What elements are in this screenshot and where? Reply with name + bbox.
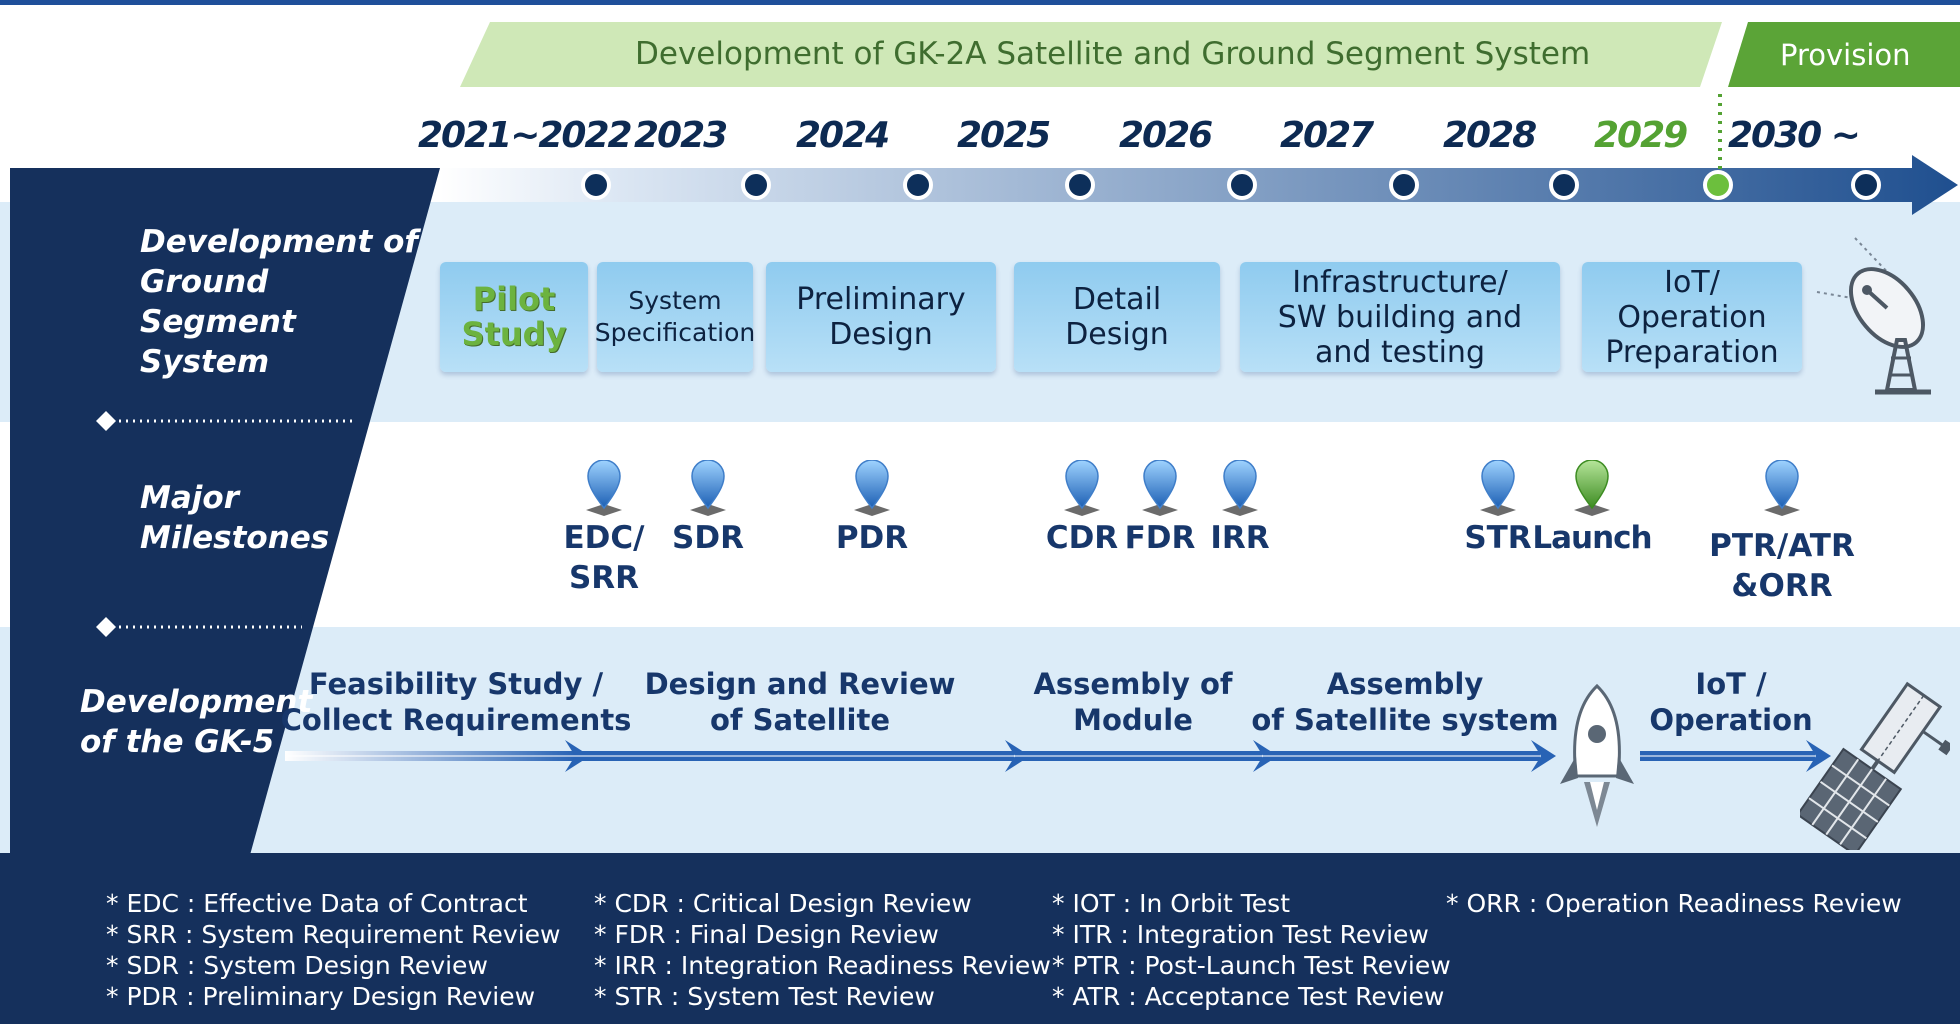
satellite-icon	[1800, 681, 1950, 850]
milestone-cdr: CDR	[1045, 520, 1119, 556]
milestone-pin-icon	[586, 460, 622, 516]
gk5-stage-feasibility: Feasibility Study / Collect Requirements	[280, 667, 632, 737]
phase-iot-operation-prep: IoT/ Operation Preparation	[1582, 262, 1802, 372]
row-label-gk5: Development of the GK-5	[80, 684, 313, 760]
year-2027: 2027	[1280, 115, 1374, 156]
gk5-stage-design-review: Design and Review of Satellite	[644, 667, 956, 737]
phase-infrastructure-sw: Infrastructure/ SW building and and test…	[1240, 262, 1560, 372]
milestone-sdr: SDR	[672, 520, 744, 556]
timeline-dot	[581, 170, 611, 200]
timeline-dot	[903, 170, 933, 200]
milestone-pin-icon	[1064, 460, 1100, 516]
milestone-irr: IRR	[1210, 520, 1270, 556]
phase-preliminary-design: Preliminary Design	[766, 262, 996, 372]
milestone-pins	[586, 460, 1800, 516]
timeline-dot	[741, 170, 771, 200]
abbr-sdr: * SDR : System Design Review	[106, 951, 488, 980]
abbr-fdr: * FDR : Final Design Review	[594, 920, 939, 949]
milestone-pin-icon	[1142, 460, 1178, 516]
milestone-str: STR	[1464, 520, 1532, 556]
abbr-srr: * SRR : System Requirement Review	[106, 920, 561, 949]
milestone-ptr-atr-orr: PTR/ATR &ORR	[1709, 528, 1855, 604]
timeline-dot	[1065, 170, 1095, 200]
milestone-edc-srr: EDC/ SRR	[563, 520, 645, 596]
milestone-fdr: FDR	[1124, 520, 1196, 556]
timeline-dot	[1227, 170, 1257, 200]
timeline-dots	[581, 170, 1881, 200]
abbr-ptr: * PTR : Post-Launch Test Review	[1052, 951, 1451, 980]
timeline-dot-2029	[1703, 170, 1733, 200]
development-banner-label: Development of GK-2A Satellite and Groun…	[635, 36, 1591, 72]
abbr-atr: * ATR : Acceptance Test Review	[1052, 982, 1445, 1011]
abbreviations-legend: * EDC : Effective Data of Contract * SRR…	[0, 888, 1960, 1018]
year-2021-2022: 2021~2022	[418, 115, 633, 156]
year-2029: 2029	[1594, 115, 1688, 156]
milestone-pin-icon	[1764, 460, 1800, 516]
provision-banner-label: Provision	[1780, 38, 1911, 72]
milestone-pin-icon	[854, 460, 890, 516]
year-2025: 2025	[957, 115, 1051, 156]
milestone-launch: Launch	[1532, 520, 1652, 556]
abbr-iot: * IOT : In Orbit Test	[1052, 889, 1291, 918]
timeline-dot	[1851, 170, 1881, 200]
gk5-stage-assembly-satellite: Assembly of Satellite system	[1251, 667, 1559, 737]
year-2023: 2023	[634, 115, 728, 156]
milestone-pdr: PDR	[835, 520, 909, 556]
year-2026: 2026	[1119, 115, 1213, 156]
phase-detail-design: Detail Design	[1014, 262, 1220, 372]
gk5-stage-iot-operation: IoT / Operation	[1649, 667, 1813, 737]
abbr-irr: * IRR : Integration Readiness Review	[594, 951, 1051, 980]
row-label-ground-segment: Development of Ground Segment System	[140, 224, 418, 380]
gk5-arrows	[285, 740, 1831, 772]
year-2028: 2028	[1443, 115, 1537, 156]
row-label-major-milestones: Major Milestones	[140, 480, 330, 556]
abbr-str: * STR : System Test Review	[594, 982, 935, 1011]
abbr-edc: * EDC : Effective Data of Contract	[106, 889, 528, 918]
milestone-pin-icon	[1222, 460, 1258, 516]
milestone-pin-icon	[690, 460, 726, 516]
phase-system-specification: System Specification	[595, 262, 755, 372]
phase-pilot-study: Pilot Study	[440, 262, 588, 372]
ground-station-dish-icon	[1816, 237, 1931, 395]
abbr-itr: * ITR : Integration Test Review	[1052, 920, 1429, 949]
timeline-dot	[1549, 170, 1579, 200]
abbr-orr: * ORR : Operation Readiness Review	[1446, 889, 1902, 918]
development-banner	[460, 22, 1960, 87]
year-2024: 2024	[796, 115, 890, 156]
year-2030: 2030 ~	[1728, 115, 1861, 156]
timeline-dot	[1389, 170, 1419, 200]
gk5-stage-assembly-module: Assembly of Module	[1033, 667, 1233, 737]
milestone-pin-icon	[1574, 460, 1610, 516]
milestone-pin-icon	[1480, 460, 1516, 516]
rocket-icon	[1560, 683, 1634, 827]
abbr-cdr: * CDR : Critical Design Review	[594, 889, 972, 918]
abbr-pdr: * PDR : Preliminary Design Review	[106, 982, 536, 1011]
